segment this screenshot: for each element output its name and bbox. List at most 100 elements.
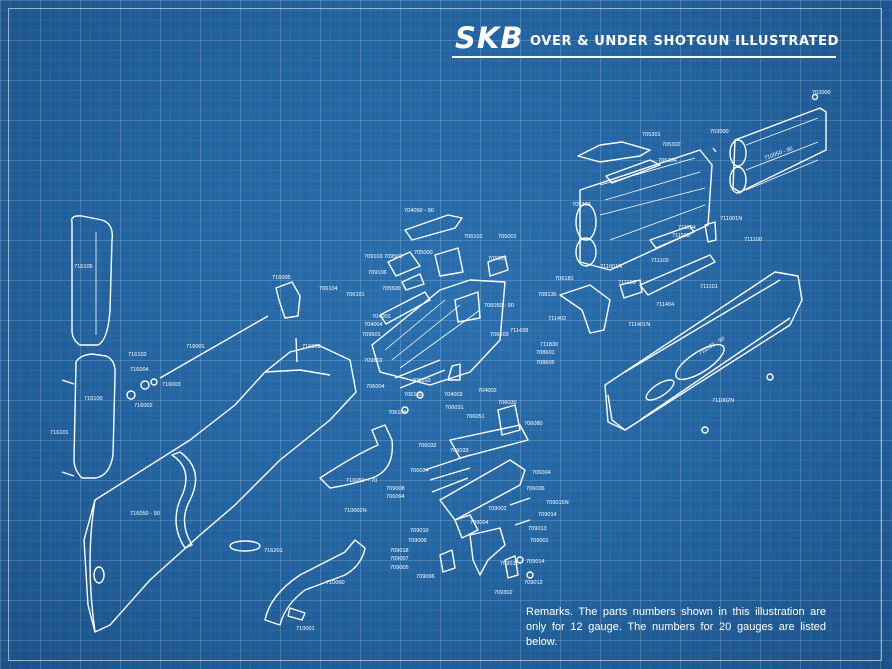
part-label: 705304 xyxy=(658,158,677,164)
part-label: 709033 xyxy=(450,448,469,454)
remarks-note: Remarks. The parts numbers shown in this… xyxy=(526,606,826,648)
part-label: 709501 xyxy=(362,332,381,338)
sheet-border xyxy=(8,8,882,661)
part-label: 706004 xyxy=(532,470,551,476)
part-label: 706006 xyxy=(526,486,545,492)
stock xyxy=(83,344,357,633)
part-label: 711001N xyxy=(720,216,742,222)
trigger-guard xyxy=(229,424,394,626)
part-label: 706004 xyxy=(366,384,385,390)
part-label: 716002 xyxy=(134,403,153,409)
part-label: 704003 xyxy=(444,392,463,398)
part-label: 706181 xyxy=(555,276,574,282)
part-label: 705500 xyxy=(382,286,401,292)
lockwork xyxy=(424,404,534,579)
part-label: 709014 xyxy=(538,512,557,518)
part-label: 705000 xyxy=(414,250,433,256)
part-label: 711002 - 90 xyxy=(698,336,726,357)
part-label: 704004 xyxy=(364,322,383,328)
title-underline xyxy=(452,56,836,58)
part-label: 709015N xyxy=(546,500,569,506)
part-label: 703000 xyxy=(710,129,729,135)
action-frame xyxy=(371,214,509,414)
part-label: 704050 - 90 xyxy=(404,208,434,214)
part-label: 709002 xyxy=(488,506,507,512)
part-label: 709106 xyxy=(368,270,387,276)
part-label: 716050 - 90 xyxy=(130,511,160,517)
part-label: 709012 xyxy=(524,580,543,586)
part-label: 709103 xyxy=(364,254,383,260)
part-label: 711100 xyxy=(744,237,762,243)
part-label: 706030 xyxy=(498,400,517,406)
barrel-assembly xyxy=(712,93,827,194)
part-label: 711830 xyxy=(540,342,558,348)
part-label: 706102 xyxy=(404,392,423,398)
part-label: 706101 xyxy=(464,234,483,240)
part-label: 706103 xyxy=(412,378,431,384)
forend xyxy=(604,271,803,434)
part-label: 706024 xyxy=(410,468,429,474)
part-label: 716101 xyxy=(50,430,69,436)
part-label: 706080 xyxy=(524,421,543,427)
part-label: 709007 xyxy=(390,556,409,562)
part-label: 711401N xyxy=(628,322,650,328)
part-label: 709001 xyxy=(530,538,549,544)
part-label: 716005 xyxy=(272,275,291,281)
part-label: 716008 xyxy=(302,344,321,350)
part-label: 710060 xyxy=(326,580,345,586)
part-label: 710001 xyxy=(296,626,315,632)
part-label: 711402 xyxy=(548,316,566,322)
part-label: 705301 xyxy=(642,132,661,138)
part-label: 711103 xyxy=(672,233,690,239)
part-label: 709006 xyxy=(416,574,435,580)
part-label: 709005 xyxy=(390,565,409,571)
monobloc-receiver xyxy=(575,141,713,271)
part-label: 709013 xyxy=(528,526,547,532)
part-label: 708605 xyxy=(536,360,555,366)
part-label: 716004 xyxy=(130,367,149,373)
part-label: 716105 xyxy=(74,264,93,270)
part-label: 706032 xyxy=(418,443,437,449)
recoil-pad xyxy=(61,215,301,479)
part-label: 710002N xyxy=(344,508,367,514)
part-label: 716102 xyxy=(128,352,147,358)
part-label: 711101 xyxy=(700,284,718,290)
part-label: 710050 - 90 xyxy=(764,146,794,162)
part-label: 709011 xyxy=(500,561,518,567)
part-label: 709008 xyxy=(386,486,405,492)
part-label: 704002 xyxy=(478,388,497,394)
part-label: 705303 xyxy=(572,202,591,208)
part-label: 706051 xyxy=(466,414,485,420)
part-label: 716003 xyxy=(162,382,181,388)
part-label: 709010 xyxy=(410,528,429,534)
part-label: 706101 xyxy=(346,292,365,298)
part-label: 709302 xyxy=(494,590,513,596)
part-label: 709503 xyxy=(384,254,403,260)
part-label: 711404 xyxy=(656,302,674,308)
part-label: 709004 xyxy=(470,520,489,526)
part-label: 705001 xyxy=(498,234,517,240)
part-label: 711104 xyxy=(678,225,696,231)
part-label: 705002 xyxy=(488,256,507,262)
part-label: 709018 xyxy=(390,548,409,554)
part-label: 706104 xyxy=(319,286,338,292)
part-label: 716201 xyxy=(264,548,283,554)
part-label: 704001 xyxy=(372,314,391,320)
diagram-title: OVER & UNDER SHOTGUN ILLUSTRATED xyxy=(530,34,840,49)
part-number-labels: 702000 703000 705301 705302 705304 70530… xyxy=(50,90,831,632)
part-label: 705302 xyxy=(662,142,681,148)
brand-logo: SKB xyxy=(455,21,524,55)
part-label: 710050 ~ 70 xyxy=(346,478,377,484)
part-label: 716100 xyxy=(84,396,103,402)
part-label: 716001 xyxy=(186,344,205,350)
part-label: 706094 xyxy=(386,494,405,500)
part-label: 711102 xyxy=(651,258,669,264)
part-label: 709502 xyxy=(364,358,383,364)
part-label: 711002N xyxy=(712,398,734,404)
part-label: 711001N xyxy=(600,264,622,270)
part-label: 711438 xyxy=(510,328,528,334)
part-label: 711103 xyxy=(618,280,636,286)
forend-iron xyxy=(559,221,717,334)
